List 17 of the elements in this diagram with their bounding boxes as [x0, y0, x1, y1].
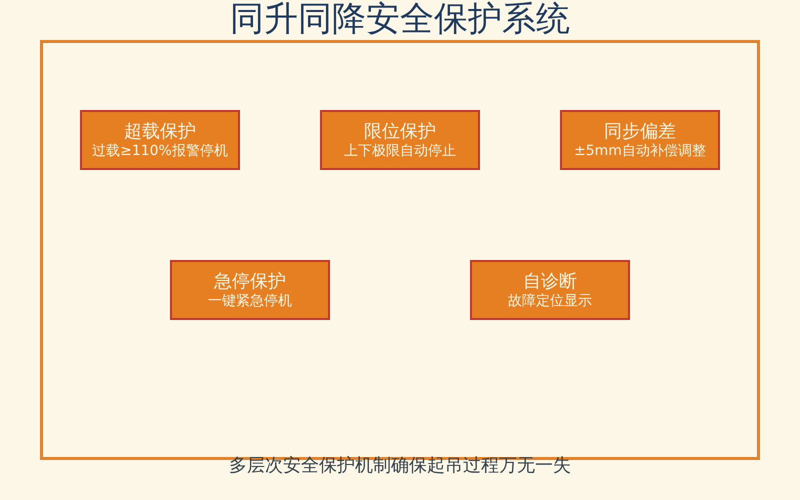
box-description: 故障定位显示	[508, 292, 592, 310]
title: 同升同降安全保护系统	[230, 0, 570, 38]
box-description: 过载≥110%报警停机	[92, 142, 228, 160]
box-description: 一键紧急停机	[208, 292, 292, 310]
box-title: 限位保护	[364, 120, 436, 142]
box-title: 急停保护	[214, 270, 286, 292]
box-description: 上下极限自动停止	[344, 142, 456, 160]
feature-box	[170, 260, 330, 320]
box-title: 超载保护	[124, 120, 196, 142]
feature-box	[80, 110, 240, 170]
caption: 多层次安全保护机制确保起吊过程万无一失	[229, 455, 571, 477]
feature-box	[560, 110, 720, 170]
box-title: 自诊断	[523, 270, 577, 292]
box-title: 同步偏差	[604, 120, 676, 142]
feature-box	[320, 110, 480, 170]
box-description: ±5mm自动补偿调整	[574, 142, 706, 160]
feature-box	[470, 260, 630, 320]
